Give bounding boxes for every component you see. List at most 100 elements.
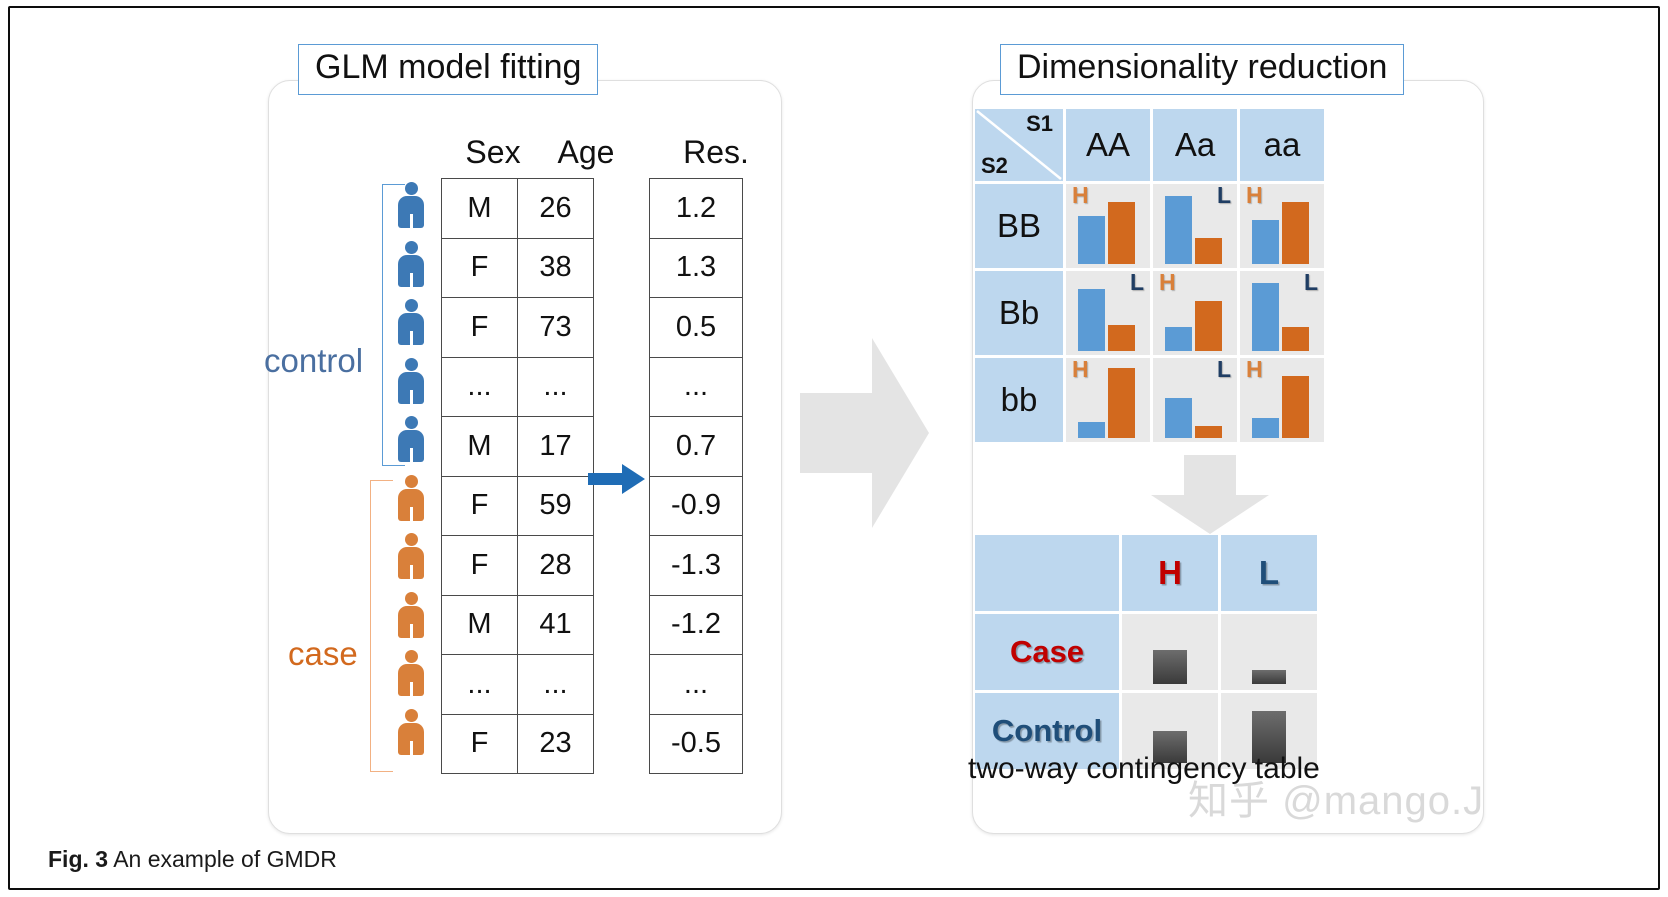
- table-row: 0.7: [649, 416, 743, 477]
- cell-res: 0.5: [649, 297, 743, 358]
- cell-tag-h: H: [1072, 182, 1089, 208]
- contingency-row-header-case: Case: [975, 614, 1119, 690]
- cell-bar-chart: [1066, 366, 1150, 438]
- cell-tag-h: H: [1072, 356, 1089, 382]
- table-row: ......: [441, 356, 594, 417]
- cell-sex: ...: [441, 356, 518, 417]
- axis-label-s2: S2: [981, 153, 1008, 178]
- contingency-col-header-l: L: [1221, 535, 1317, 611]
- cell-bar-chart: [1240, 366, 1324, 438]
- cell-tag-h: H: [1246, 182, 1263, 208]
- genotype-cell: L: [1240, 269, 1324, 355]
- cell-sex: F: [441, 713, 518, 774]
- bar-case: [1108, 202, 1135, 264]
- contingency-cell: [1122, 614, 1218, 690]
- table-row: -0.5: [649, 713, 743, 774]
- bar-control: [1165, 398, 1192, 438]
- group-label-control: control: [264, 342, 364, 379]
- cell-age: 28: [517, 535, 594, 596]
- genotype-cell: H: [1240, 356, 1324, 442]
- bracket-control: [382, 184, 405, 466]
- contingency-corner-cell: [975, 535, 1119, 611]
- column-header-sex: Sex: [465, 134, 521, 170]
- genotype-row-header: Bb: [975, 271, 1063, 355]
- genotype-col-header: aa: [1240, 109, 1324, 181]
- genotype-row-header: BB: [975, 184, 1063, 268]
- cell-res: ...: [649, 356, 743, 417]
- table-row: ......: [441, 654, 594, 715]
- cell-sex: F: [441, 297, 518, 358]
- contingency-row: Case: [975, 614, 1317, 690]
- person-icon-case: [396, 533, 426, 587]
- genotype-cell: L: [1153, 182, 1237, 268]
- count-bar: [1153, 731, 1187, 763]
- person-icon-case: [396, 591, 426, 646]
- cell-age: 73: [517, 297, 594, 358]
- bar-case: [1195, 426, 1222, 438]
- panel-title-dimred: Dimensionality reduction: [1000, 44, 1405, 95]
- table-row: -0.9: [649, 475, 743, 536]
- genotype-cell: H: [1066, 182, 1150, 268]
- cell-sex: M: [441, 178, 518, 239]
- bar-case: [1282, 327, 1309, 351]
- person-icon-case: [396, 474, 426, 529]
- figure-caption: Fig. 3 An example of GMDR: [48, 846, 337, 873]
- right-arrow-icon: [588, 464, 645, 494]
- table-row: -1.3: [649, 535, 743, 596]
- bar-control: [1252, 283, 1279, 351]
- figure-label: Fig. 3: [48, 846, 109, 872]
- genotype-row-header: bb: [975, 358, 1063, 442]
- count-bar: [1252, 670, 1286, 684]
- cell-tag-l: L: [1129, 269, 1144, 295]
- cell-age: ...: [517, 356, 594, 417]
- table-row: -1.2: [649, 594, 743, 655]
- count-bar: [1252, 711, 1286, 763]
- panel-title-glm: GLM model fitting: [298, 44, 599, 95]
- group-label-case: case: [288, 635, 358, 672]
- cell-sex: F: [441, 237, 518, 298]
- cell-bar-chart: [1240, 279, 1324, 351]
- cell-res: -0.5: [649, 713, 743, 774]
- watermark: 知乎 @mango.J: [1188, 779, 1485, 823]
- column-header-res: Res.: [683, 134, 749, 170]
- cell-age: 26: [517, 178, 594, 239]
- bar-case: [1108, 368, 1135, 438]
- diagonal-divider-icon: [976, 110, 1062, 180]
- person-icon-control: [396, 416, 426, 470]
- contingency-row: Control: [975, 693, 1317, 769]
- cell-age: 59: [517, 475, 594, 536]
- genotype-cell: H: [1240, 182, 1324, 268]
- person-icon-control: [396, 299, 426, 353]
- table-row: ...: [649, 356, 743, 417]
- table-row: 1.2: [649, 178, 743, 239]
- cell-age: 38: [517, 237, 594, 298]
- column-header-age: Age: [557, 134, 615, 170]
- table-row: 0.5: [649, 297, 743, 358]
- cell-bar-chart: [1153, 192, 1237, 264]
- bar-control: [1252, 220, 1279, 264]
- cell-sex: F: [441, 475, 518, 536]
- cell-res: -1.2: [649, 594, 743, 655]
- person-icon-control: [396, 182, 426, 236]
- cell-sex: ...: [441, 654, 518, 715]
- person-icon-control: [396, 357, 426, 412]
- cell-bar-chart: [1153, 279, 1237, 351]
- cell-bar-chart: [1066, 279, 1150, 351]
- contingency-row-header-control: Control: [975, 693, 1119, 769]
- cell-res: 1.2: [649, 178, 743, 239]
- figure-caption-text: An example of GMDR: [113, 846, 337, 872]
- cell-bar-chart: [1240, 192, 1324, 264]
- cell-res: -0.9: [649, 475, 743, 536]
- person-icon-case: [396, 650, 426, 704]
- cell-age: 17: [517, 416, 594, 477]
- cell-tag-l: L: [1303, 269, 1318, 295]
